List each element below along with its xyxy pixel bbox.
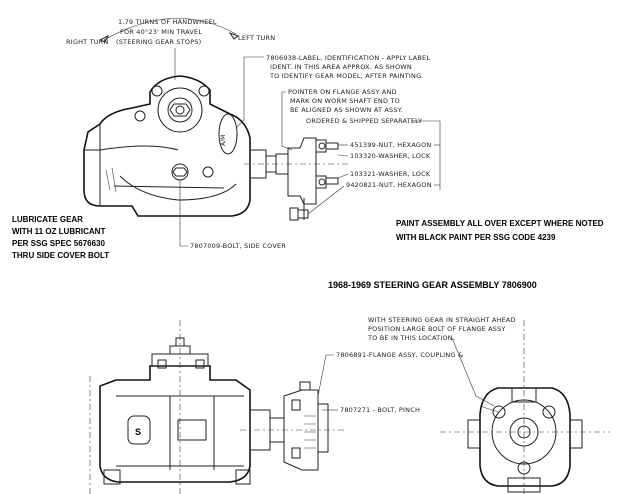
handwheel-travel-note: RIGHT TURN LEFT TURN 1.79 TURNS OF HANDW… bbox=[66, 18, 275, 80]
flange-note: 7806891-FLANGE ASSY, COUPLING & bbox=[336, 351, 463, 359]
lubricate-line-3: PER SSG SPEC 5676630 bbox=[12, 239, 105, 248]
lubricate-line-1: LUBRICATE GEAR bbox=[12, 215, 83, 224]
top-gear-housing: A/M bbox=[83, 75, 350, 221]
turns-line-3: (STEERING GEAR STOPS) bbox=[116, 38, 201, 46]
turns-line-1: 1.79 TURNS OF HANDWHEEL bbox=[118, 18, 217, 26]
side-cover-bolt-note: 7807009-BOLT, SIDE COVER bbox=[190, 242, 286, 250]
bottom-end-view bbox=[440, 320, 610, 494]
pointer-note-3: BE ALIGNED AS SHOWN AT ASSY. bbox=[290, 106, 403, 114]
pointer-note-2: MARK ON WORM SHAFT END TO bbox=[290, 97, 400, 105]
side-cover bbox=[157, 87, 203, 133]
left-arrow-icon bbox=[228, 31, 240, 40]
part-nut-1: 451399-NUT, HEXAGON bbox=[350, 141, 431, 149]
left-turn-label: LEFT TURN bbox=[238, 34, 275, 42]
lubricate-line-2: WITH 11 OZ LUBRICANT bbox=[12, 227, 105, 236]
housing-label-s: S bbox=[135, 427, 141, 437]
lubricate-line-4: THRU SIDE COVER BOLT bbox=[12, 251, 109, 260]
part-nut-2: 9420821-NUT, HEXAGON bbox=[346, 181, 432, 189]
part-washer-2: 103321-WASHER, LOCK bbox=[350, 170, 431, 178]
top-annotations: 7806938-LABEL, IDENTIFICATION - APPLY LA… bbox=[12, 54, 604, 260]
bottom-gear-housing: S bbox=[89, 320, 344, 494]
pointer-note-1: POINTER ON FLANGE ASSY AND bbox=[288, 88, 397, 96]
straight-note-2: POSITION LARGE BOLT OF FLANGE ASSY bbox=[368, 325, 506, 333]
housing-badge bbox=[127, 415, 151, 445]
label-note-1: 7806938-LABEL, IDENTIFICATION - APPLY LA… bbox=[266, 54, 430, 62]
right-turn-label: RIGHT TURN bbox=[66, 38, 109, 46]
straight-note-3: TO BE IN THIS LOCATION. bbox=[367, 334, 455, 342]
paint-line-2: WITH BLACK PAINT PER SSG CODE 4239 bbox=[396, 233, 556, 242]
part-washer-1: 103320-WASHER, LOCK bbox=[350, 152, 431, 160]
pinch-bolt-note: 7807271 - BOLT, PINCH bbox=[340, 406, 420, 414]
housing-label-am: A/M bbox=[220, 135, 227, 146]
label-note-2: IDENT. IN THIS AREA APPROX. AS SHOWN bbox=[270, 63, 412, 71]
adjuster-nut bbox=[169, 103, 191, 117]
flange-coupling bbox=[287, 137, 317, 205]
housing-side-outline bbox=[99, 365, 251, 483]
label-note-3: TO IDENTIFY GEAR MODEL, AFTER PAINTING. bbox=[269, 72, 424, 80]
turns-line-2: FOR 40°23' MIN TRAVEL bbox=[120, 28, 202, 36]
housing-outline bbox=[83, 75, 251, 217]
label-area bbox=[218, 113, 238, 155]
paint-line-1: PAINT ASSEMBLY ALL OVER EXCEPT WHERE NOT… bbox=[396, 219, 604, 228]
travel-arc bbox=[103, 18, 237, 41]
end-view-housing bbox=[479, 387, 571, 487]
drawing-title: 1968-1969 STEERING GEAR ASSEMBLY 7806900 bbox=[328, 280, 537, 290]
right-arrow-icon bbox=[98, 34, 110, 43]
bottom-annotations: 7806891-FLANGE ASSY, COUPLING & 7807271 … bbox=[317, 316, 516, 414]
straight-note-1: WITH STEERING GEAR IN STRAIGHT AHEAD bbox=[368, 316, 516, 324]
ordered-note: ORDERED & SHIPPED SEPARATELY bbox=[306, 117, 422, 125]
